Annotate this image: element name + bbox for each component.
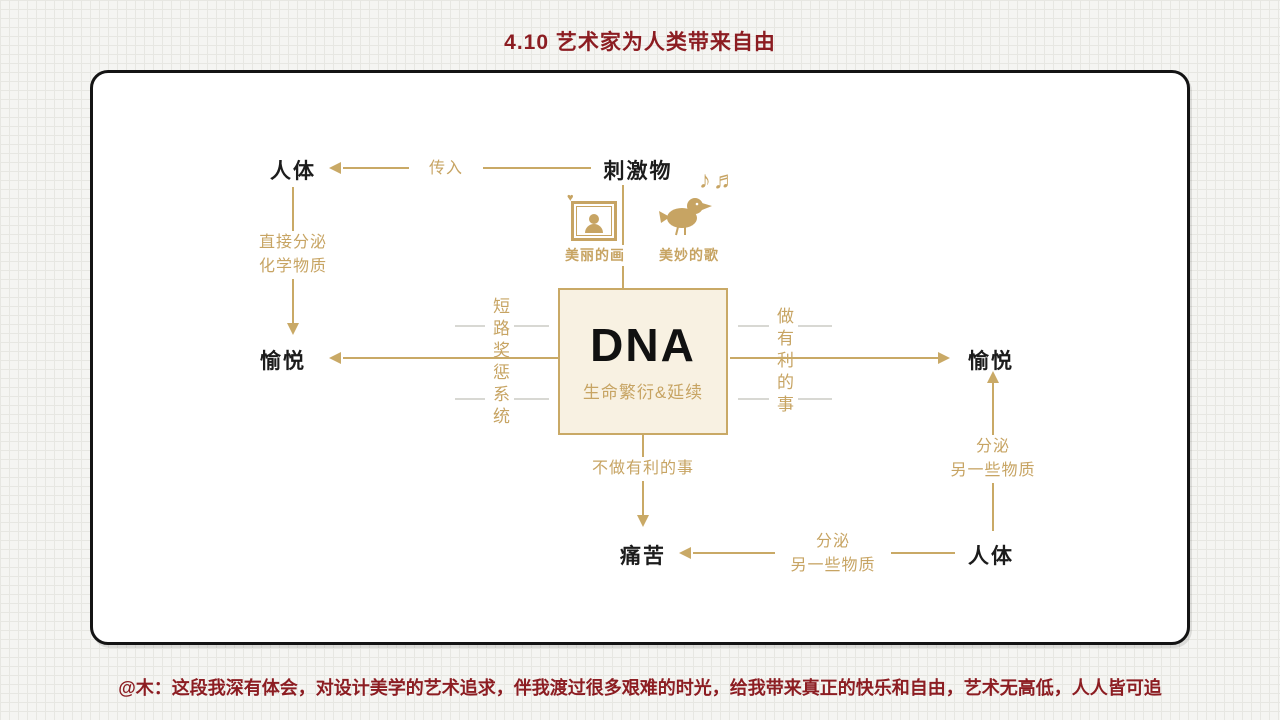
arrowhead-left-icon: [329, 352, 341, 364]
diagram-card: 人体 传入 刺激物 ♪♬ ♥ 美丽的画 美妙的歌 DNA: [90, 70, 1190, 645]
label-beautiful-painting: 美丽的画: [551, 245, 639, 266]
label-direct-secrete-line1: 直接分泌: [258, 234, 327, 251]
label-wonderful-song: 美妙的歌: [645, 245, 733, 266]
line-stimulus-to-dna: [622, 185, 624, 288]
portrait-icon: [576, 206, 612, 236]
label-secrete-right-line2: 另一些物质: [950, 462, 1036, 479]
label-not-do-beneficial: 不做有利的事: [575, 457, 711, 481]
node-pain: 痛苦: [620, 545, 666, 568]
label-direct-secrete-line2: 化学物质: [258, 258, 327, 275]
arrow-line-dna-to-pleasure-left: [343, 357, 558, 359]
node-body-top: 人体: [270, 160, 316, 183]
dna-title: DNA: [590, 318, 696, 371]
caption-text: @木：这段我深有体会，对设计美学的艺术追求，伴我渡过很多艰难的时光，给我带来真正…: [118, 678, 1162, 698]
arrowhead-up-icon: [987, 371, 999, 383]
dna-subtitle: 生命繁衍&延续: [582, 383, 704, 403]
node-body-bottom: 人体: [968, 545, 1014, 568]
label-transmit-in: 传入: [409, 157, 483, 181]
arrowhead-left-icon: [679, 547, 691, 559]
music-notes-icon: ♪♬: [699, 167, 739, 194]
page-title: 4.10 艺术家为人类带来自由: [504, 31, 776, 54]
label-secrete-bottom-line1: 分泌: [815, 533, 850, 550]
portrait-head-icon: [589, 214, 599, 224]
label-secrete-right-line1: 分泌: [975, 438, 1010, 455]
arrowhead-left-icon: [329, 162, 341, 174]
bird-icon: [659, 198, 712, 236]
label-secrete-bottom-line2: 另一些物质: [790, 557, 876, 574]
label-do-beneficial: 做有利的事: [769, 304, 798, 420]
dna-box: DNA 生命繁衍&延续: [558, 288, 728, 435]
label-secrete-bottom: 分泌 另一些物质: [775, 530, 891, 578]
label-secrete-right: 分泌 另一些物质: [935, 435, 1051, 483]
heart-icon: ♥: [567, 192, 574, 204]
label-short-circuit-system: 短路奖惩系统: [485, 294, 514, 432]
node-stimulus: 刺激物: [603, 160, 673, 183]
node-pleasure-right: 愉悦: [968, 350, 1014, 373]
arrowhead-down-icon: [637, 515, 649, 527]
arrowhead-down-icon: [287, 323, 299, 335]
node-pleasure-left: 愉悦: [260, 350, 306, 373]
label-direct-secrete: 直接分泌 化学物质: [237, 231, 349, 279]
painting-frame-icon: ♥: [567, 192, 617, 241]
arrowhead-right-icon: [938, 352, 950, 364]
portrait-body-icon: [585, 224, 603, 233]
dna-flow-diagram: 人体 传入 刺激物 ♪♬ ♥ 美丽的画 美妙的歌 DNA: [93, 73, 1187, 642]
arrow-line-dna-to-pleasure-right: [730, 357, 938, 359]
